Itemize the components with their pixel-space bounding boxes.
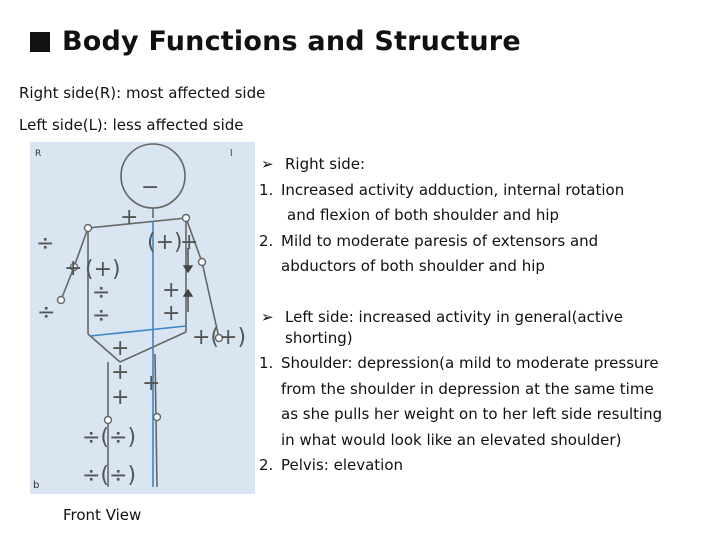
arrow-bullet-icon: ➢ (261, 155, 274, 173)
corner-label-r: R (35, 149, 41, 159)
slide-title: Body Functions and Structure (30, 26, 521, 57)
svg-text:+: + (111, 336, 129, 361)
svg-text:+: + (162, 278, 180, 303)
corner-label-b: b (33, 480, 39, 491)
svg-text:+: + (111, 360, 129, 385)
left-side-definition: Left side(L): less affected side (19, 116, 244, 134)
svg-text:÷: ÷ (92, 303, 110, 328)
corner-label-l: l (230, 149, 233, 159)
pelvis-line (89, 325, 187, 337)
description-panel: ➢ Right side: 1. Increased activity addu… (259, 152, 714, 479)
square-bullet-icon (30, 31, 50, 52)
shoulder-line (87, 217, 187, 229)
title-text: Body Functions and Structure (62, 26, 521, 57)
svg-text:+: + (64, 256, 82, 281)
right-side-definition: Right side(R): most affected side (19, 84, 266, 102)
right-side-heading: ➢ Right side: (259, 152, 714, 178)
svg-text:÷(÷): ÷(÷) (82, 425, 136, 450)
svg-text:+: + (120, 205, 138, 230)
svg-text:−: − (141, 175, 159, 200)
svg-text:+: + (180, 230, 198, 255)
figure-caption: Front View (63, 506, 142, 524)
svg-text:÷: ÷ (37, 300, 55, 325)
list-item: 1. Shoulder: depression(a mild to modera… (259, 354, 663, 449)
svg-text:+(+): +(+) (192, 325, 246, 350)
left-side-heading: ➢ Left side: increased activity in gener… (259, 305, 714, 352)
svg-text:+: + (162, 301, 180, 326)
svg-text:÷: ÷ (92, 280, 110, 305)
svg-text:÷: ÷ (36, 231, 54, 256)
svg-text:(+): (+) (85, 257, 121, 282)
svg-text:+: + (142, 371, 160, 396)
list-item: 2. Mild to moderate paresis of extensors… (259, 231, 599, 276)
list-item: 2. Pelvis: elevation (259, 456, 404, 474)
arrow-bullet-icon: ➢ (261, 307, 274, 326)
svg-text:÷(÷): ÷(÷) (82, 463, 136, 488)
stick-figure-illustration: R l b (33, 143, 246, 491)
body-diagram: R l b (30, 142, 255, 494)
svg-text:+: + (111, 385, 129, 410)
list-item: 1. Increased activity adduction, interna… (259, 180, 625, 225)
svg-text:(+): (+) (147, 230, 183, 255)
